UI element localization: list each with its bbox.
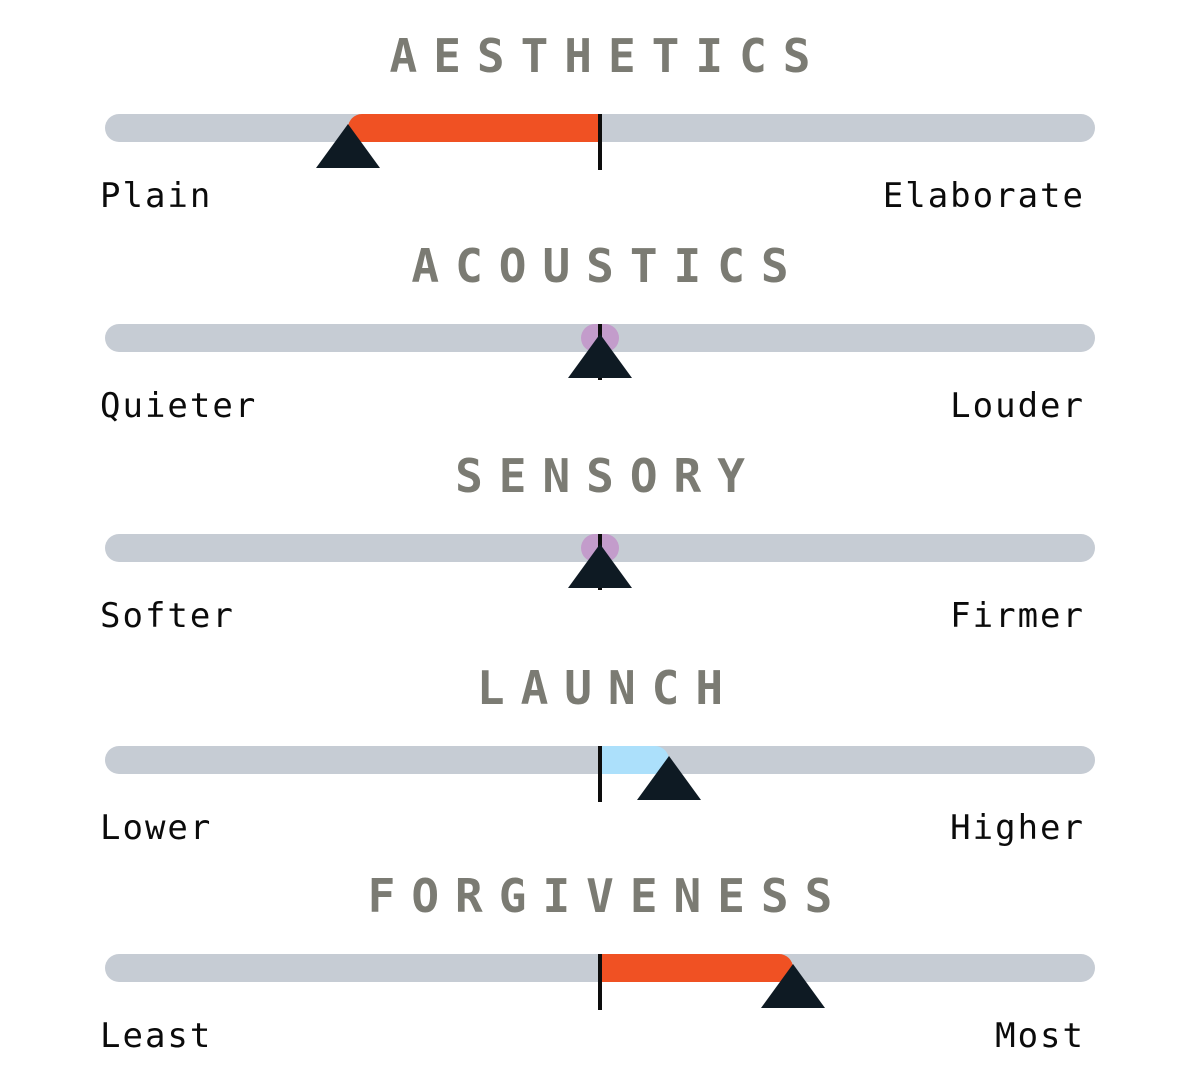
slider-forgiveness: FORGIVENESS Least Most [0, 840, 1200, 1056]
slider-min-label: Quieter [100, 386, 258, 426]
slider-max-label: Elaborate [882, 176, 1085, 216]
slider-min-label: Lower [100, 808, 213, 848]
slider-acoustics: ACOUSTICS Quieter Louder [0, 210, 1200, 426]
slider-title: AESTHETICS [389, 29, 827, 83]
slider-sensory: SENSORY Softer Firmer [0, 420, 1200, 636]
slider-handle-triangle-icon[interactable] [315, 124, 380, 168]
slider-min-label: Least [100, 1016, 213, 1056]
slider-fill [600, 954, 794, 982]
slider-center-line [598, 114, 602, 170]
slider-launch: LAUNCH Lower Higher [0, 632, 1200, 848]
slider-center-line [598, 746, 602, 802]
slider-handle-triangle-icon[interactable] [761, 964, 826, 1008]
slider-min-label: Softer [100, 596, 235, 636]
slider-handle-triangle-icon[interactable] [637, 756, 702, 800]
slider-title: LAUNCH [476, 661, 740, 715]
slider-max-label: Higher [950, 808, 1085, 848]
slider-handle-triangle-icon[interactable] [568, 544, 632, 588]
slider-handle-triangle-icon[interactable] [568, 334, 632, 378]
slider-title: ACOUSTICS [411, 239, 805, 293]
slider-max-label: Firmer [950, 596, 1085, 636]
slider-fill [347, 114, 600, 142]
slider-title: SENSORY [455, 449, 761, 503]
slider-max-label: Louder [950, 386, 1085, 426]
slider-max-label: Most [995, 1016, 1085, 1056]
slider-center-line [598, 954, 602, 1010]
slider-min-label: Plain [100, 176, 213, 216]
slider-title: FORGIVENESS [367, 869, 849, 923]
slider-aesthetics: AESTHETICS Plain Elaborate [0, 0, 1200, 216]
